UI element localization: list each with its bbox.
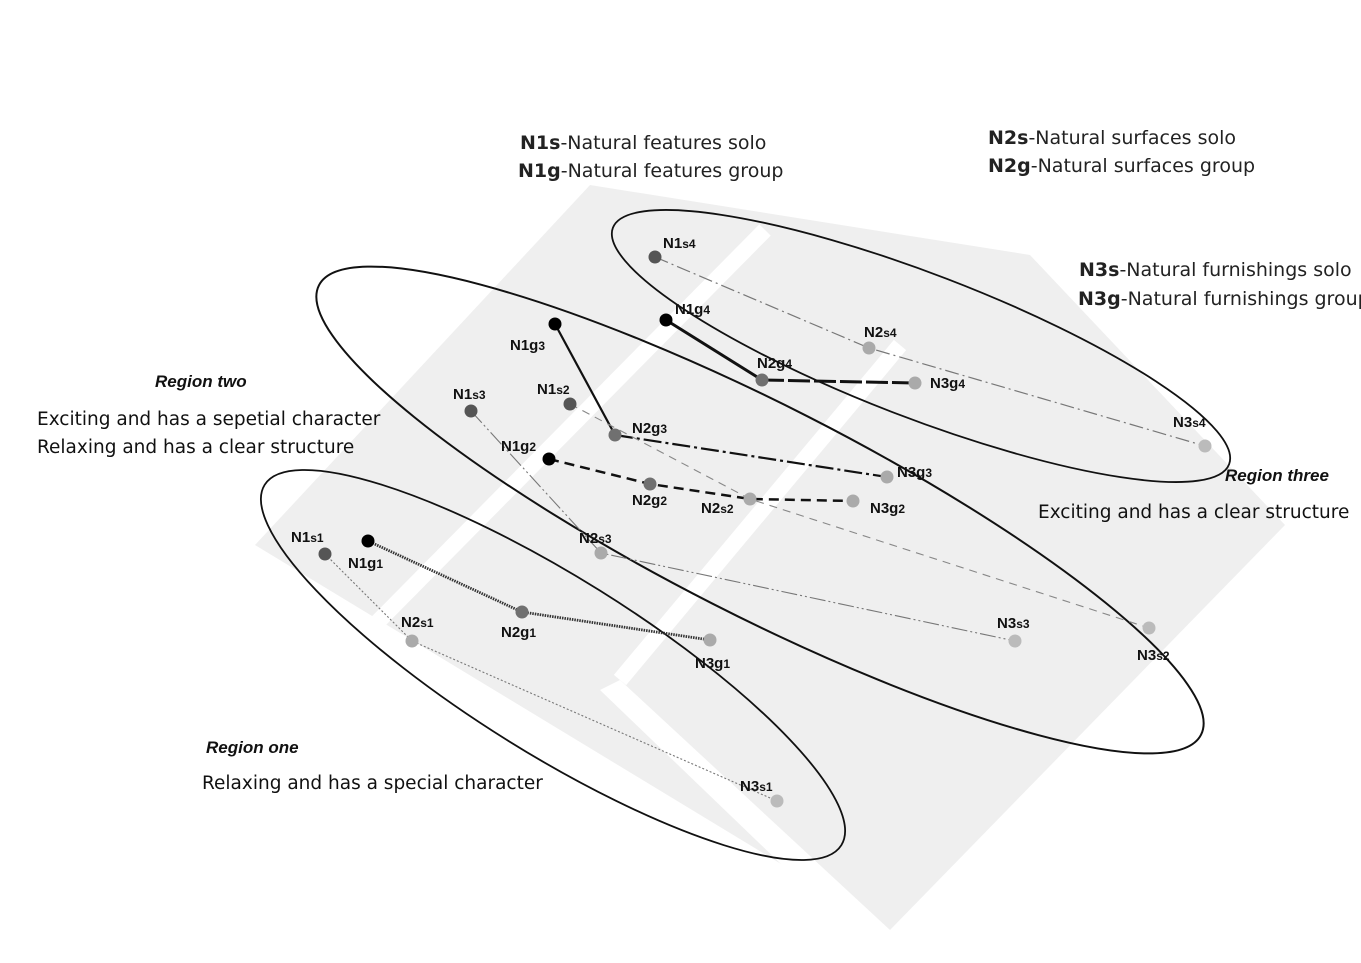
node-N1g3: [548, 317, 562, 331]
node-N1g2: [542, 452, 556, 466]
legend-n3g: N3g-Natural furnishings group: [1078, 288, 1361, 310]
node-N3s2: [1142, 621, 1156, 635]
line-s4: [654, 256, 1206, 447]
node-N3g1: [703, 633, 717, 647]
node-N2g4: [755, 373, 769, 387]
node-N1s3: [464, 404, 478, 418]
node-N2g1: [515, 605, 529, 619]
label-N2g4: N2g4: [757, 355, 792, 372]
region-one-line-1: Relaxing and has a special character: [202, 773, 543, 794]
node-N1g4: [659, 313, 673, 327]
label-N3s2: N3s2: [1137, 647, 1170, 664]
line-s3: [470, 410, 1016, 642]
node-N3s3: [1008, 634, 1022, 648]
label-N3g1: N3g1: [695, 655, 730, 672]
node-N1g1: [361, 534, 375, 548]
node-N3g4: [908, 376, 922, 390]
label-N1s3: N1s3: [453, 386, 486, 403]
region-one-text: Region one Relaxing and has a special ch…: [202, 738, 543, 794]
region-two-line-2: Relaxing and has a clear structure: [37, 437, 354, 458]
legend-n1g: N1g-Natural features group: [518, 160, 783, 182]
label-N2g1: N2g1: [501, 624, 536, 641]
region-one-title: Region one: [206, 738, 299, 757]
legend-n1s: N1s-Natural features solo: [520, 132, 766, 154]
node-N2g3: [608, 428, 622, 442]
label-N2s3: N2s3: [579, 530, 612, 547]
node-N2s3: [594, 546, 608, 560]
label-N1s2: N1s2: [537, 381, 570, 398]
line-g1: [367, 539, 711, 642]
legend: N1s-Natural features solo N1g-Natural fe…: [518, 127, 1361, 310]
label-N3g2: N3g2: [870, 500, 905, 517]
label-N1s1: N1s1: [291, 529, 324, 546]
node-N2s1: [405, 634, 419, 648]
node-N3g3: [880, 470, 894, 484]
label-N2g3: N2g3: [632, 420, 667, 437]
label-N2s2: N2s2: [701, 500, 734, 517]
node-N3g2: [846, 494, 860, 508]
region-three-line-1: Exciting and has a clear structure: [1038, 502, 1349, 523]
node-labels: N1s4 N1g4 N2s4 N2g4 N3g4 N3s4 N1g3 N1s3 …: [291, 235, 1206, 795]
label-N3s4: N3s4: [1173, 414, 1206, 431]
region-three-title: Region three: [1225, 466, 1329, 485]
node-N1s2: [563, 397, 577, 411]
label-N2s1: N2s1: [401, 614, 434, 631]
label-N2s4: N2s4: [864, 324, 897, 341]
label-N2g2: N2g2: [632, 492, 667, 509]
node-N2s4: [862, 341, 876, 355]
legend-n3s: N3s-Natural furnishings solo: [1079, 259, 1352, 281]
region-two-ellipse: [315, 265, 1205, 755]
label-N1g1: N1g1: [348, 555, 383, 572]
line-s1: [324, 553, 778, 802]
label-N3g4: N3g4: [930, 375, 965, 392]
label-N3s3: N3s3: [997, 615, 1030, 632]
label-N3g3: N3g3: [897, 464, 932, 481]
label-N3s1: N3s1: [740, 778, 773, 795]
line-g4a: [665, 318, 763, 382]
region-one-ellipse: [260, 469, 846, 861]
node-N2s2: [743, 492, 757, 506]
region-two-text: Region two Exciting and has a sepetial c…: [37, 372, 381, 458]
region-two-line-1: Exciting and has a sepetial character: [37, 409, 381, 430]
line-g3b: [614, 433, 888, 479]
region-three-ellipse: [610, 209, 1232, 483]
label-N1s4: N1s4: [663, 235, 696, 252]
region-two-title: Region two: [155, 372, 247, 391]
node-N1s4: [648, 250, 662, 264]
node-N2g2: [643, 477, 657, 491]
label-N1g3: N1g3: [510, 337, 545, 354]
line-g3a: [554, 323, 616, 436]
region-three-text: Region three Exciting and has a clear st…: [1038, 466, 1349, 523]
legend-n2s: N2s-Natural surfaces solo: [988, 127, 1236, 149]
node-N3s1: [770, 794, 784, 808]
nodes: [318, 250, 1212, 808]
node-N1s1: [318, 547, 332, 561]
node-N3s4: [1198, 439, 1212, 453]
label-N1g2: N1g2: [501, 438, 536, 455]
label-N1g4: N1g4: [675, 301, 710, 318]
background-bands: [240, 185, 1285, 940]
line-g2: [548, 457, 854, 503]
legend-n2g: N2g-Natural surfaces group: [988, 155, 1255, 177]
